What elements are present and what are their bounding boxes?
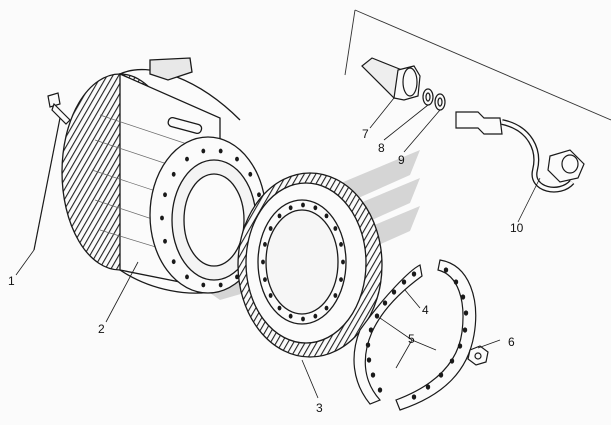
plate-hole	[449, 358, 455, 364]
bolt-hole	[268, 293, 273, 298]
plate-hole	[457, 343, 463, 349]
bolt-hole	[160, 215, 164, 221]
callout-8: 8	[378, 141, 385, 155]
bolt-hole	[301, 316, 305, 322]
bolt-hole	[341, 259, 345, 265]
callout-1: 1	[8, 274, 15, 288]
plate-hole	[443, 267, 449, 273]
bolt-hole	[248, 171, 253, 177]
plate-hole	[374, 313, 380, 319]
bolt-hole	[163, 192, 167, 198]
bolt-hole	[324, 213, 329, 219]
plate-hole	[425, 384, 431, 390]
bolt-hole	[257, 192, 261, 198]
bolt-hole	[339, 277, 343, 283]
bolt-hole	[277, 213, 282, 219]
bolt-hole	[324, 305, 329, 311]
fitting-part-7	[361, 57, 421, 101]
brake-drum-part-2	[61, 57, 267, 294]
plate-hole	[382, 300, 388, 306]
bolt-hole	[218, 148, 223, 154]
bolt-hole	[313, 205, 318, 211]
bolt-hole	[218, 282, 223, 288]
washer-part-9	[434, 93, 446, 111]
bolt-hole	[288, 313, 293, 319]
bolt-hole	[171, 171, 176, 177]
leader-lines	[15, 97, 541, 399]
plate-hole	[460, 294, 466, 300]
air-line-panel	[344, 9, 611, 121]
nut-part-6	[467, 345, 489, 366]
plate-hole	[368, 327, 374, 333]
bolt-hole	[288, 205, 293, 211]
hose-part-10	[455, 111, 585, 193]
plate-hole	[377, 387, 383, 393]
bolt-hole	[235, 156, 239, 162]
plate-hole	[391, 289, 397, 295]
plate-hole	[438, 372, 444, 378]
callout-9: 9	[398, 153, 405, 167]
bolt-hole	[333, 226, 338, 231]
bolt-hole	[301, 202, 305, 208]
bolt-hole	[163, 238, 167, 244]
callout-7: 7	[362, 127, 369, 141]
plate-hole	[411, 271, 417, 277]
ring-part-3	[237, 172, 383, 358]
bolt-hole	[268, 226, 273, 231]
lock-plate-holes	[365, 267, 469, 400]
callout-10: 10	[510, 221, 524, 235]
callout-4: 4	[422, 303, 429, 317]
washer-part-8	[422, 88, 434, 106]
bolt-hole	[277, 305, 282, 311]
ring-bolt-holes	[261, 202, 345, 322]
plate-hole	[365, 342, 371, 348]
callout-5: 5	[408, 332, 415, 346]
bolt-hole	[185, 274, 189, 280]
bolt-hole	[339, 241, 343, 247]
bolt-hole	[185, 156, 189, 162]
plate-hole	[401, 279, 407, 285]
bolt-part-1	[33, 92, 71, 251]
plate-hole	[370, 372, 376, 378]
bolt-hole	[333, 293, 338, 298]
bolt-hole	[263, 277, 267, 283]
callout-2: 2	[98, 322, 105, 336]
plate-hole	[411, 394, 417, 400]
bolt-hole	[171, 259, 176, 265]
bolt-hole	[263, 241, 267, 247]
bolt-hole	[201, 148, 206, 154]
bolt-hole	[313, 313, 318, 319]
plate-hole	[453, 279, 459, 285]
callout-6: 6	[508, 335, 515, 349]
plate-hole	[462, 327, 468, 333]
plate-hole	[366, 357, 372, 363]
bolt-hole	[261, 259, 265, 265]
plate-hole	[463, 310, 469, 316]
callout-3: 3	[316, 401, 323, 415]
bolt-hole	[201, 282, 206, 288]
